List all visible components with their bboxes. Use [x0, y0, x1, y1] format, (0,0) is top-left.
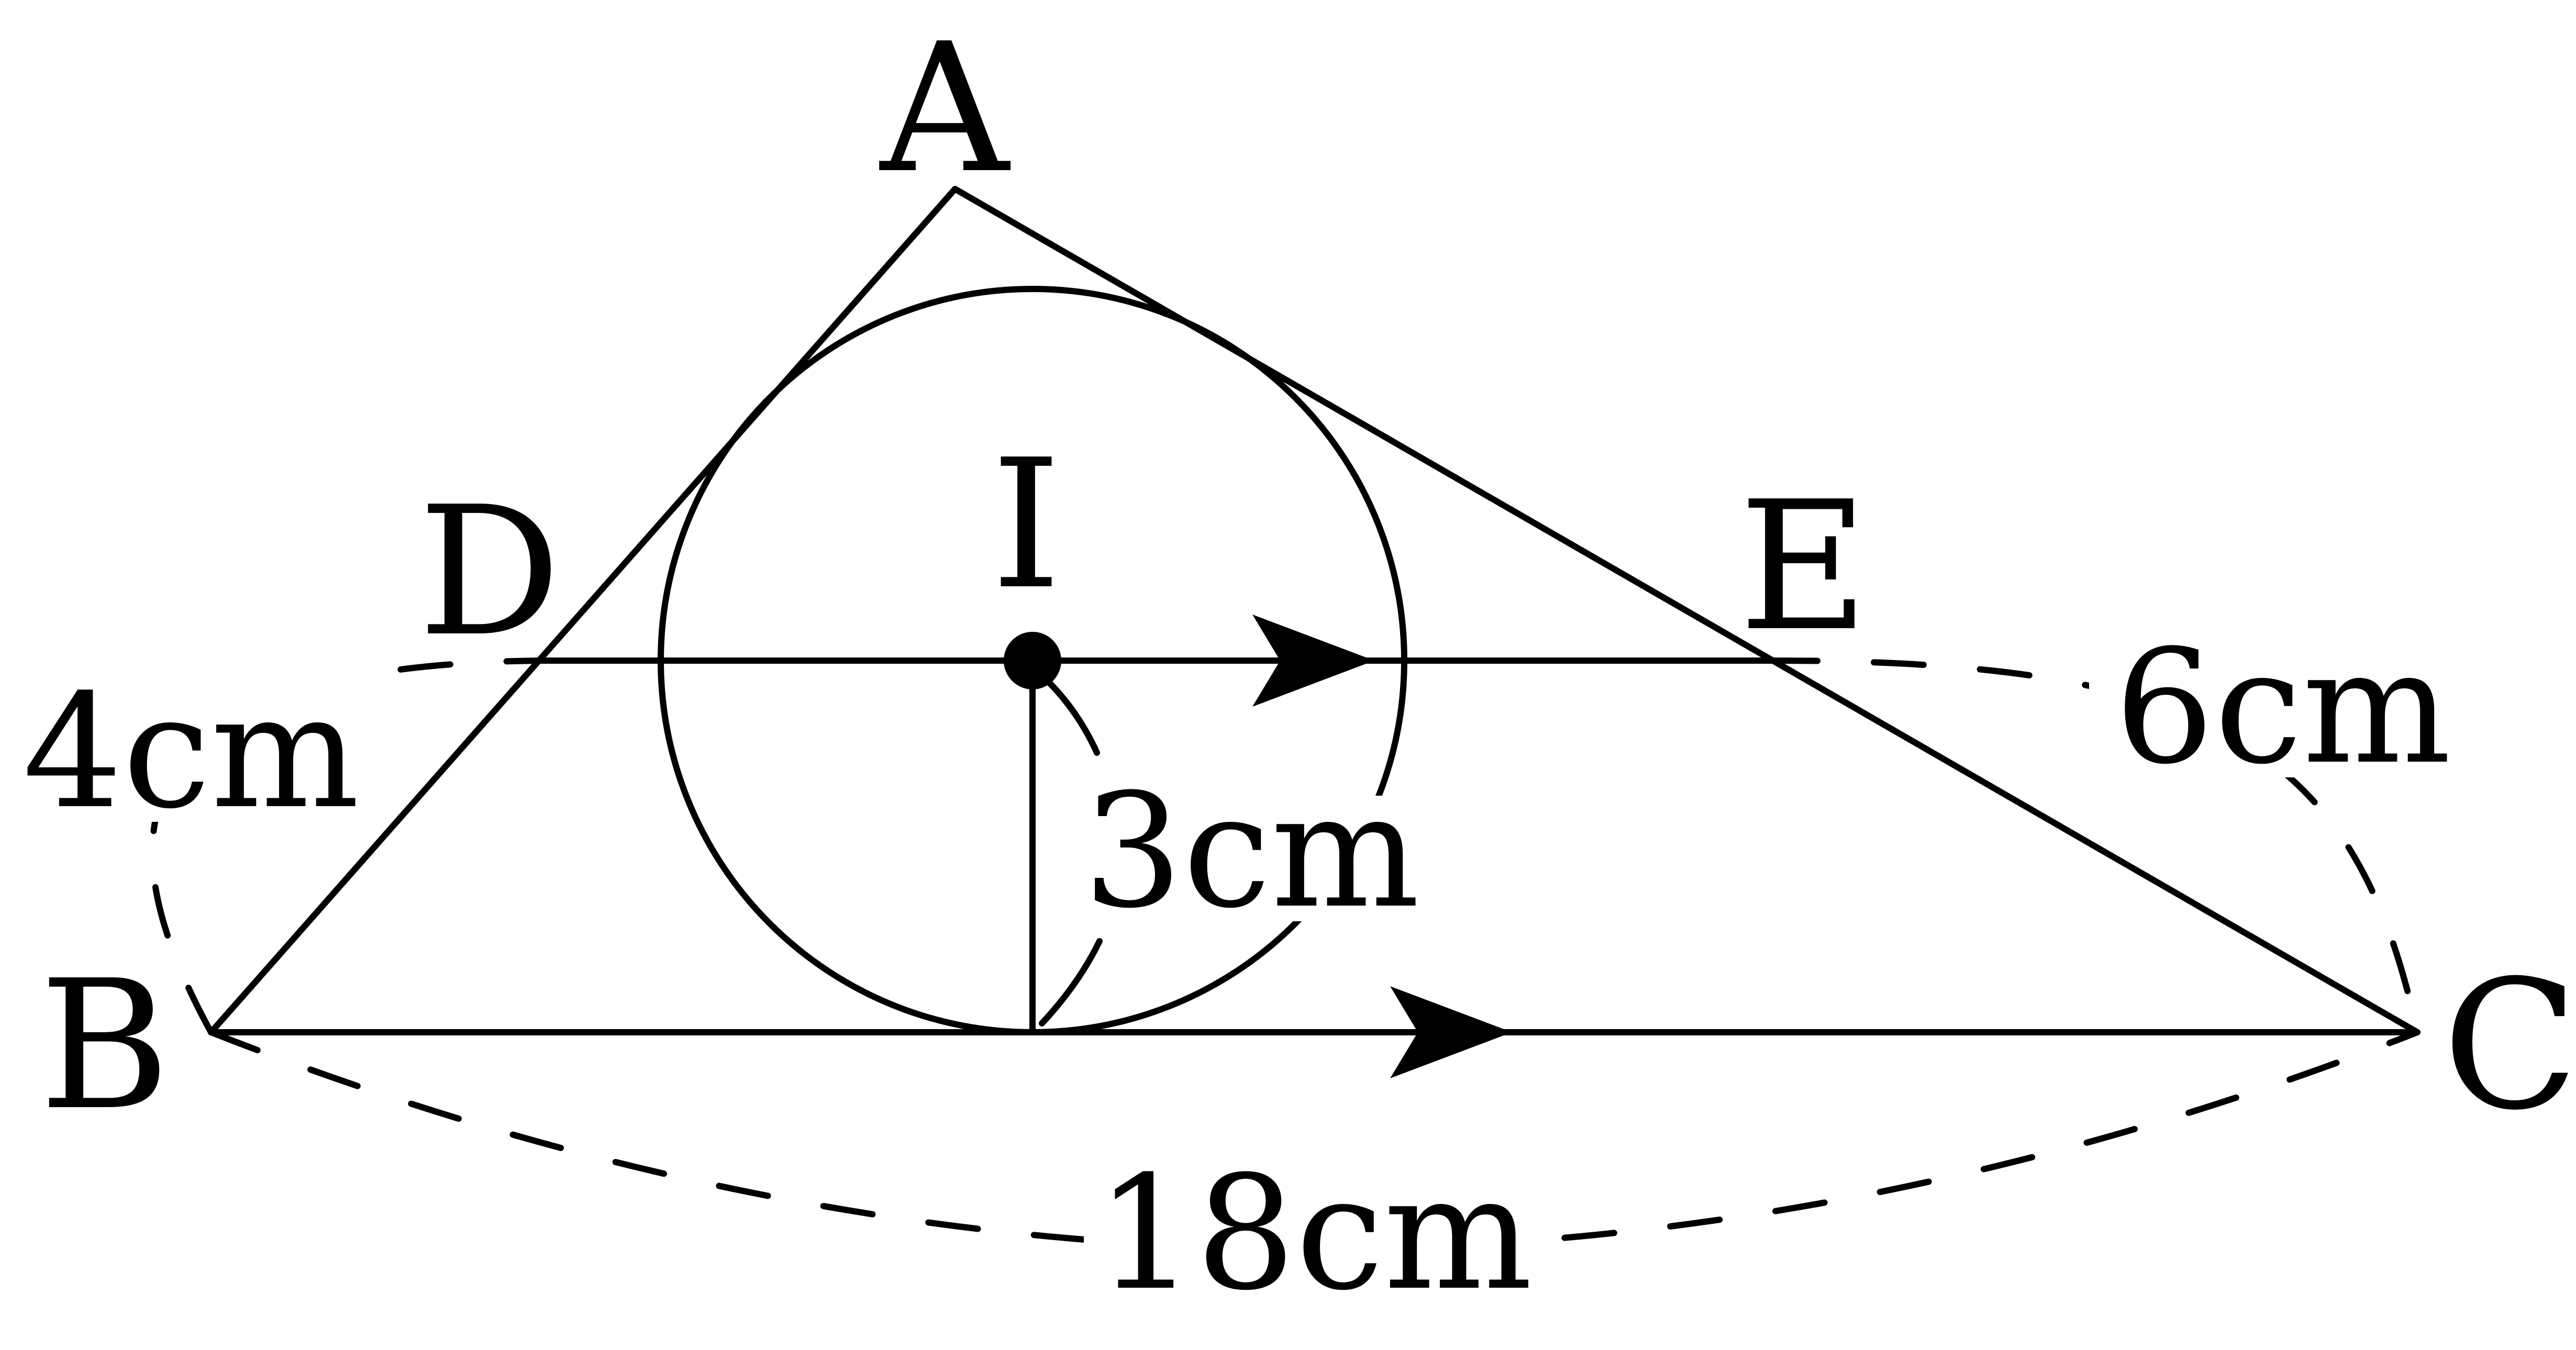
label-length-ec: 6cm — [2114, 616, 2451, 799]
label-point-e: E — [1739, 463, 1869, 671]
label-length-bd: 4cm — [23, 661, 359, 843]
label-backing-inradius — [1079, 796, 1424, 921]
label-point-i: I — [991, 421, 1061, 629]
dimension-arc-bc — [208, 1029, 2420, 1252]
parallel-arrow-bc — [1390, 986, 1512, 1078]
label-point-d: D — [418, 468, 561, 676]
label-point-c: C — [2442, 942, 2576, 1150]
parallel-arrow-de — [1252, 615, 1374, 707]
label-point-b: B — [39, 942, 170, 1150]
label-backing-bc — [1084, 1167, 1545, 1303]
radius-bracket-bottom — [1039, 938, 1103, 1027]
radius-bracket-top — [1044, 677, 1100, 756]
incenter-dot — [1004, 632, 1061, 689]
label-inradius: 3cm — [1083, 760, 1419, 943]
label-backing-bd — [8, 670, 385, 822]
label-length-bc: 18cm — [1096, 1142, 1533, 1325]
label-backing-ec — [2089, 631, 2477, 777]
triangle-abc — [208, 186, 2420, 1035]
label-point-a: A — [878, 5, 1011, 213]
